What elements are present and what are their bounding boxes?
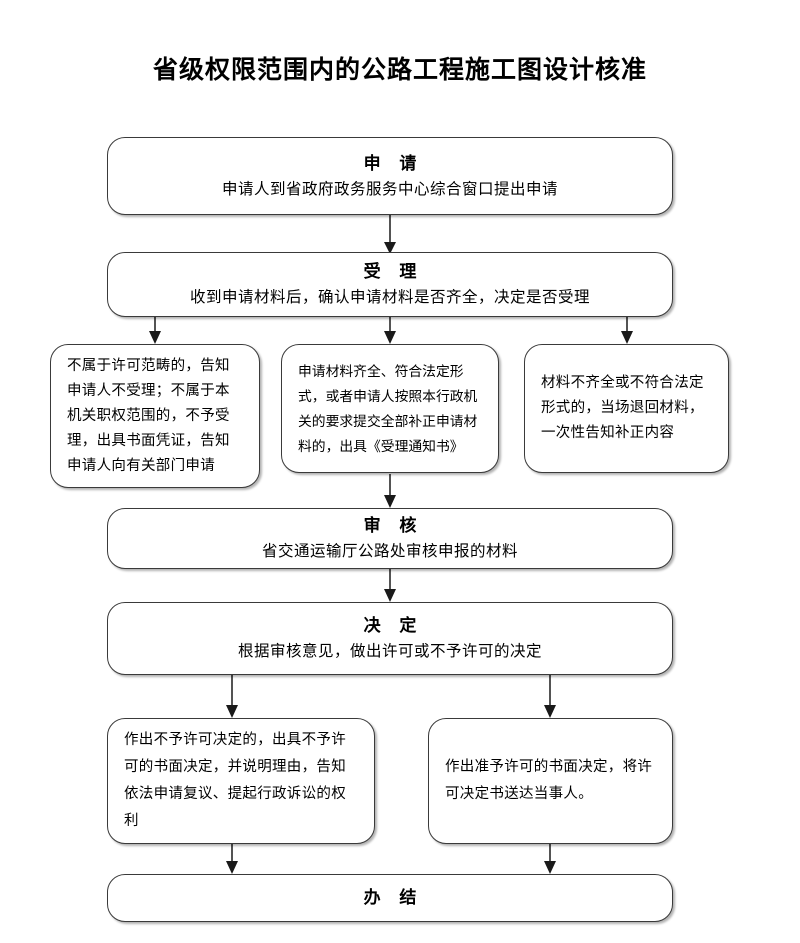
arrow-accept-to-branch-right (621, 316, 633, 344)
node-review[interactable]: 审 核 省交通运输厅公路处审核申报的材料 (107, 508, 673, 569)
node-accept-detail: 收到申请材料后，确认申请材料是否齐全，决定是否受理 (189, 289, 590, 306)
node-finish-heading: 办 结 (363, 888, 424, 907)
node-decision-detail: 根据审核意见，做出许可或不予许可的决定 (237, 643, 542, 660)
node-accept[interactable]: 受 理 收到申请材料后，确认申请材料是否齐全，决定是否受理 (107, 252, 673, 317)
arrow-result-granted-to-finish (544, 844, 556, 874)
node-result-denied-text: 作出不予许可决定的，出具不予许可的书面决定，并说明理由，告知依法申请复议、提起行… (124, 732, 346, 829)
node-review-detail: 省交通运输厅公路处审核申报的材料 (261, 543, 518, 560)
arrow-accept-to-branch-middle (384, 316, 396, 344)
node-apply-detail: 申请人到省政府政务服务中心综合窗口提出申请 (221, 180, 558, 198)
node-branch-not-in-scope-text: 不属于许可范畴的，告知申请人不受理；不属于本机关职权范围的，不予受理，出具书面凭… (67, 357, 230, 474)
node-finish[interactable]: 办 结 (107, 874, 673, 922)
arrow-apply-to-accept (384, 214, 396, 254)
node-branch-complete-text: 申请材料齐全、符合法定形式，或者申请人按照本行政机关的要求提交全部补正申请材料的… (298, 363, 478, 454)
arrow-review-to-decision (384, 568, 396, 602)
node-apply[interactable]: 申 请 申请人到省政府政务服务中心综合窗口提出申请 (107, 137, 673, 215)
node-result-granted[interactable]: 作出准予许可的书面决定，将许可决定书送达当事人。 (428, 718, 673, 844)
arrow-decision-to-result-denied (226, 674, 238, 718)
arrow-result-denied-to-finish (226, 844, 238, 874)
arrow-accept-to-branch-left (149, 316, 161, 344)
node-branch-incomplete[interactable]: 材料不齐全或不符合法定形式的，当场退回材料，一次性告知补正内容 (524, 344, 729, 473)
node-decision-heading: 决 定 (363, 616, 424, 635)
arrow-branch-middle-to-review (384, 474, 396, 508)
node-apply-heading: 申 请 (363, 153, 424, 173)
node-result-denied[interactable]: 作出不予许可决定的，出具不予许可的书面决定，并说明理由，告知依法申请复议、提起行… (107, 718, 375, 844)
node-result-granted-text: 作出准予许可的书面决定，将许可决定书送达当事人。 (445, 759, 653, 802)
arrow-decision-to-result-granted (544, 674, 556, 718)
page-title: 省级权限范围内的公路工程施工图设计核准 (152, 56, 647, 84)
node-branch-complete[interactable]: 申请材料齐全、符合法定形式，或者申请人按照本行政机关的要求提交全部补正申请材料的… (281, 344, 499, 473)
node-branch-not-in-scope[interactable]: 不属于许可范畴的，告知申请人不受理；不属于本机关职权范围的，不予受理，出具书面凭… (50, 344, 260, 488)
node-review-heading: 审 核 (363, 516, 424, 535)
node-decision[interactable]: 决 定 根据审核意见，做出许可或不予许可的决定 (107, 602, 673, 675)
node-branch-incomplete-text: 材料不齐全或不符合法定形式的，当场退回材料，一次性告知补正内容 (541, 375, 704, 441)
node-accept-heading: 受 理 (363, 262, 424, 281)
